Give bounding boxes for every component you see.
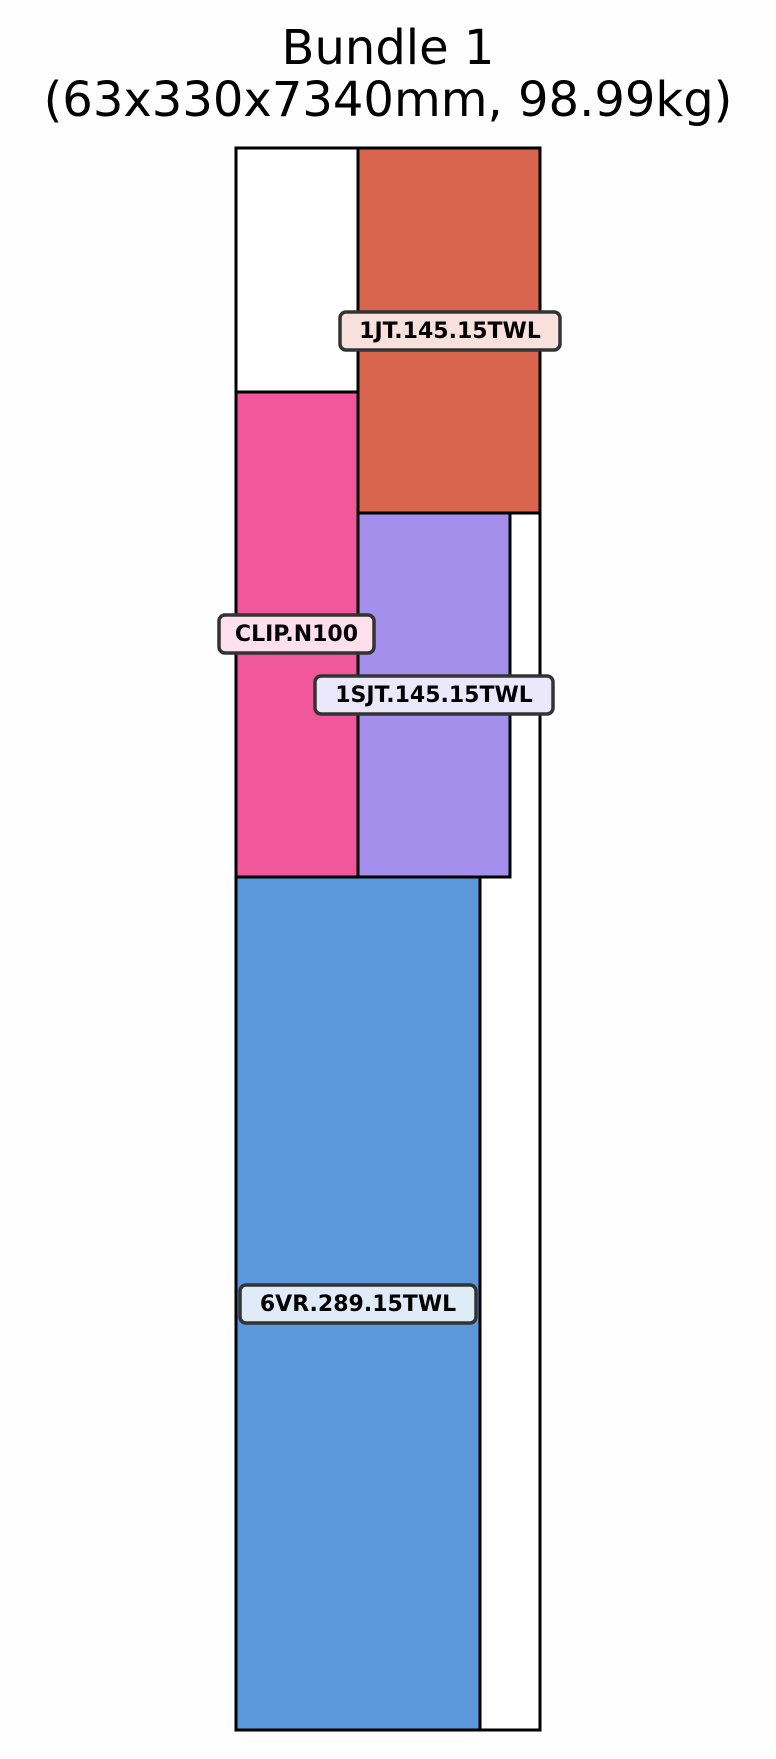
part-1sjt-label-box: [313, 674, 555, 716]
title-line-2: (63x330x7340mm, 98.99kg): [43, 72, 733, 128]
part-clip-label: CLIP.N100: [235, 622, 358, 647]
part-1jt-label-group: 1JT.145.15TWL: [338, 310, 562, 352]
title-line-1: Bundle 1: [281, 20, 495, 76]
part-1jt-label: 1JT.145.15TWL: [359, 319, 541, 344]
part-6vr-label-group: 6VR.289.15TWL: [238, 1283, 478, 1325]
part-1sjt-label: 1SJT.145.15TWL: [335, 683, 533, 708]
part-6vr-label-box: [238, 1283, 478, 1325]
part-1jt-label-box: [338, 310, 562, 352]
part-clip-label-box: [217, 613, 376, 655]
part-clip-label-group: CLIP.N100: [217, 613, 376, 655]
diagram-title: Bundle 1 (63x330x7340mm, 98.99kg): [0, 22, 776, 126]
part-6vr-label: 6VR.289.15TWL: [260, 1292, 456, 1317]
part-1sjt-label-group: 1SJT.145.15TWL: [313, 674, 555, 716]
